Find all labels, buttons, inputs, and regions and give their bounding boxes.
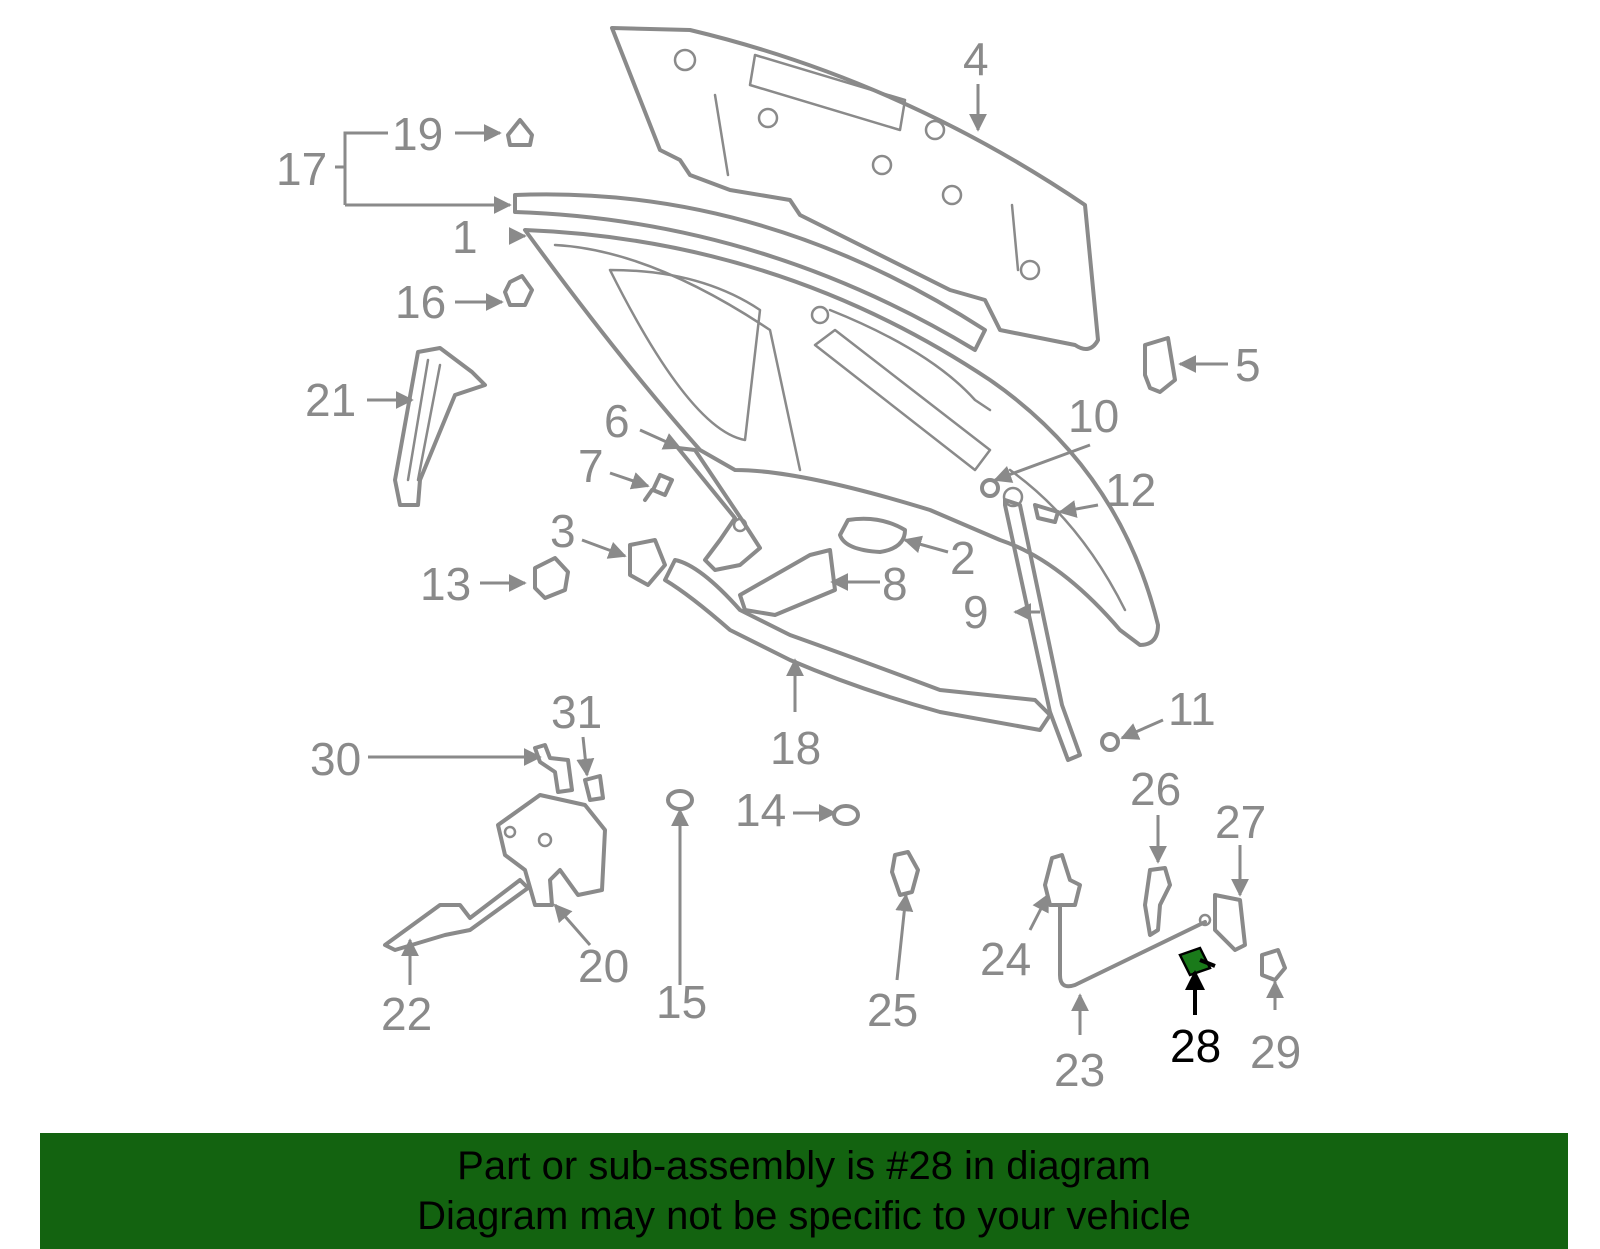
part-7-bolt — [643, 473, 674, 502]
part-1-hood-panel — [513, 192, 1160, 647]
part-12-bolt — [1033, 503, 1060, 524]
label-22: 22 — [381, 988, 432, 1040]
label-25: 25 — [867, 984, 918, 1036]
part-14-bumper — [832, 804, 860, 826]
label-16: 16 — [395, 276, 446, 328]
part-10-clip — [980, 478, 1000, 498]
part-13-latch-cover — [533, 556, 570, 600]
part-28-bolt-highlighted — [1178, 946, 1216, 977]
label-31: 31 — [551, 686, 602, 738]
label-2: 2 — [950, 532, 976, 584]
label-19: 19 — [392, 108, 443, 160]
label-5: 5 — [1235, 339, 1261, 391]
label-14: 14 — [735, 784, 786, 836]
leader-arrows — [335, 84, 1284, 1035]
banner-line-2: Diagram may not be specific to your vehi… — [417, 1194, 1191, 1238]
label-30: 30 — [310, 733, 361, 785]
label-3: 3 — [550, 505, 576, 557]
banner-line-1: Part or sub-assembly is #28 in diagram — [457, 1144, 1151, 1188]
label-29: 29 — [1250, 1026, 1301, 1078]
part-25-clip — [890, 850, 920, 897]
label-4: 4 — [963, 33, 989, 85]
callout-labels: 4 19 17 1 16 21 5 6 10 7 12 3 2 13 8 9 3… — [276, 33, 1301, 1096]
label-8: 8 — [882, 558, 908, 610]
part-30-clip — [533, 743, 574, 794]
part-3-clip — [628, 538, 667, 587]
label-18: 18 — [770, 722, 821, 774]
label-28-highlighted: 28 — [1170, 1020, 1221, 1072]
label-9: 9 — [963, 586, 989, 638]
label-7: 7 — [578, 440, 604, 492]
label-24: 24 — [980, 933, 1031, 985]
label-20: 20 — [578, 940, 629, 992]
part-21-side-seal — [393, 346, 487, 507]
part-4-hood-insulator — [610, 26, 1100, 351]
label-12: 12 — [1105, 464, 1156, 516]
part-31-clip — [583, 774, 605, 802]
part-26-clip — [1143, 866, 1172, 937]
label-10: 10 — [1068, 390, 1119, 442]
label-1: 1 — [452, 211, 478, 263]
part-5-clip — [1143, 336, 1177, 394]
part-23-prop-rod — [1058, 903, 1212, 989]
part-24-grommet — [1043, 853, 1082, 907]
part-16-bumper — [503, 274, 534, 307]
part-6-hinge — [676, 446, 762, 572]
part-8-bracket — [738, 548, 837, 617]
part-15-plug — [666, 789, 694, 811]
label-13: 13 — [420, 558, 471, 610]
label-21: 21 — [305, 374, 356, 426]
label-23: 23 — [1054, 1044, 1105, 1096]
part-2-pad — [838, 516, 907, 554]
info-banner: Part or sub-assembly is #28 in diagram D… — [40, 1133, 1568, 1249]
label-6: 6 — [604, 395, 630, 447]
label-17: 17 — [276, 143, 327, 195]
label-27: 27 — [1215, 796, 1266, 848]
label-15: 15 — [656, 976, 707, 1028]
part-18-weatherstrip — [663, 558, 1052, 732]
label-26: 26 — [1130, 763, 1181, 815]
part-20-latch — [496, 793, 607, 907]
part-11-clip — [1100, 732, 1120, 752]
parts-diagram: 4 19 17 1 16 21 5 6 10 7 12 3 2 13 8 9 3… — [276, 26, 1301, 1096]
label-11: 11 — [1168, 683, 1216, 735]
part-19-clip — [506, 118, 534, 147]
part-9-gas-strut — [1002, 486, 1082, 762]
part-27-holder — [1213, 893, 1247, 952]
part-22-release-handle — [383, 878, 530, 952]
part-29-clip — [1260, 948, 1287, 982]
